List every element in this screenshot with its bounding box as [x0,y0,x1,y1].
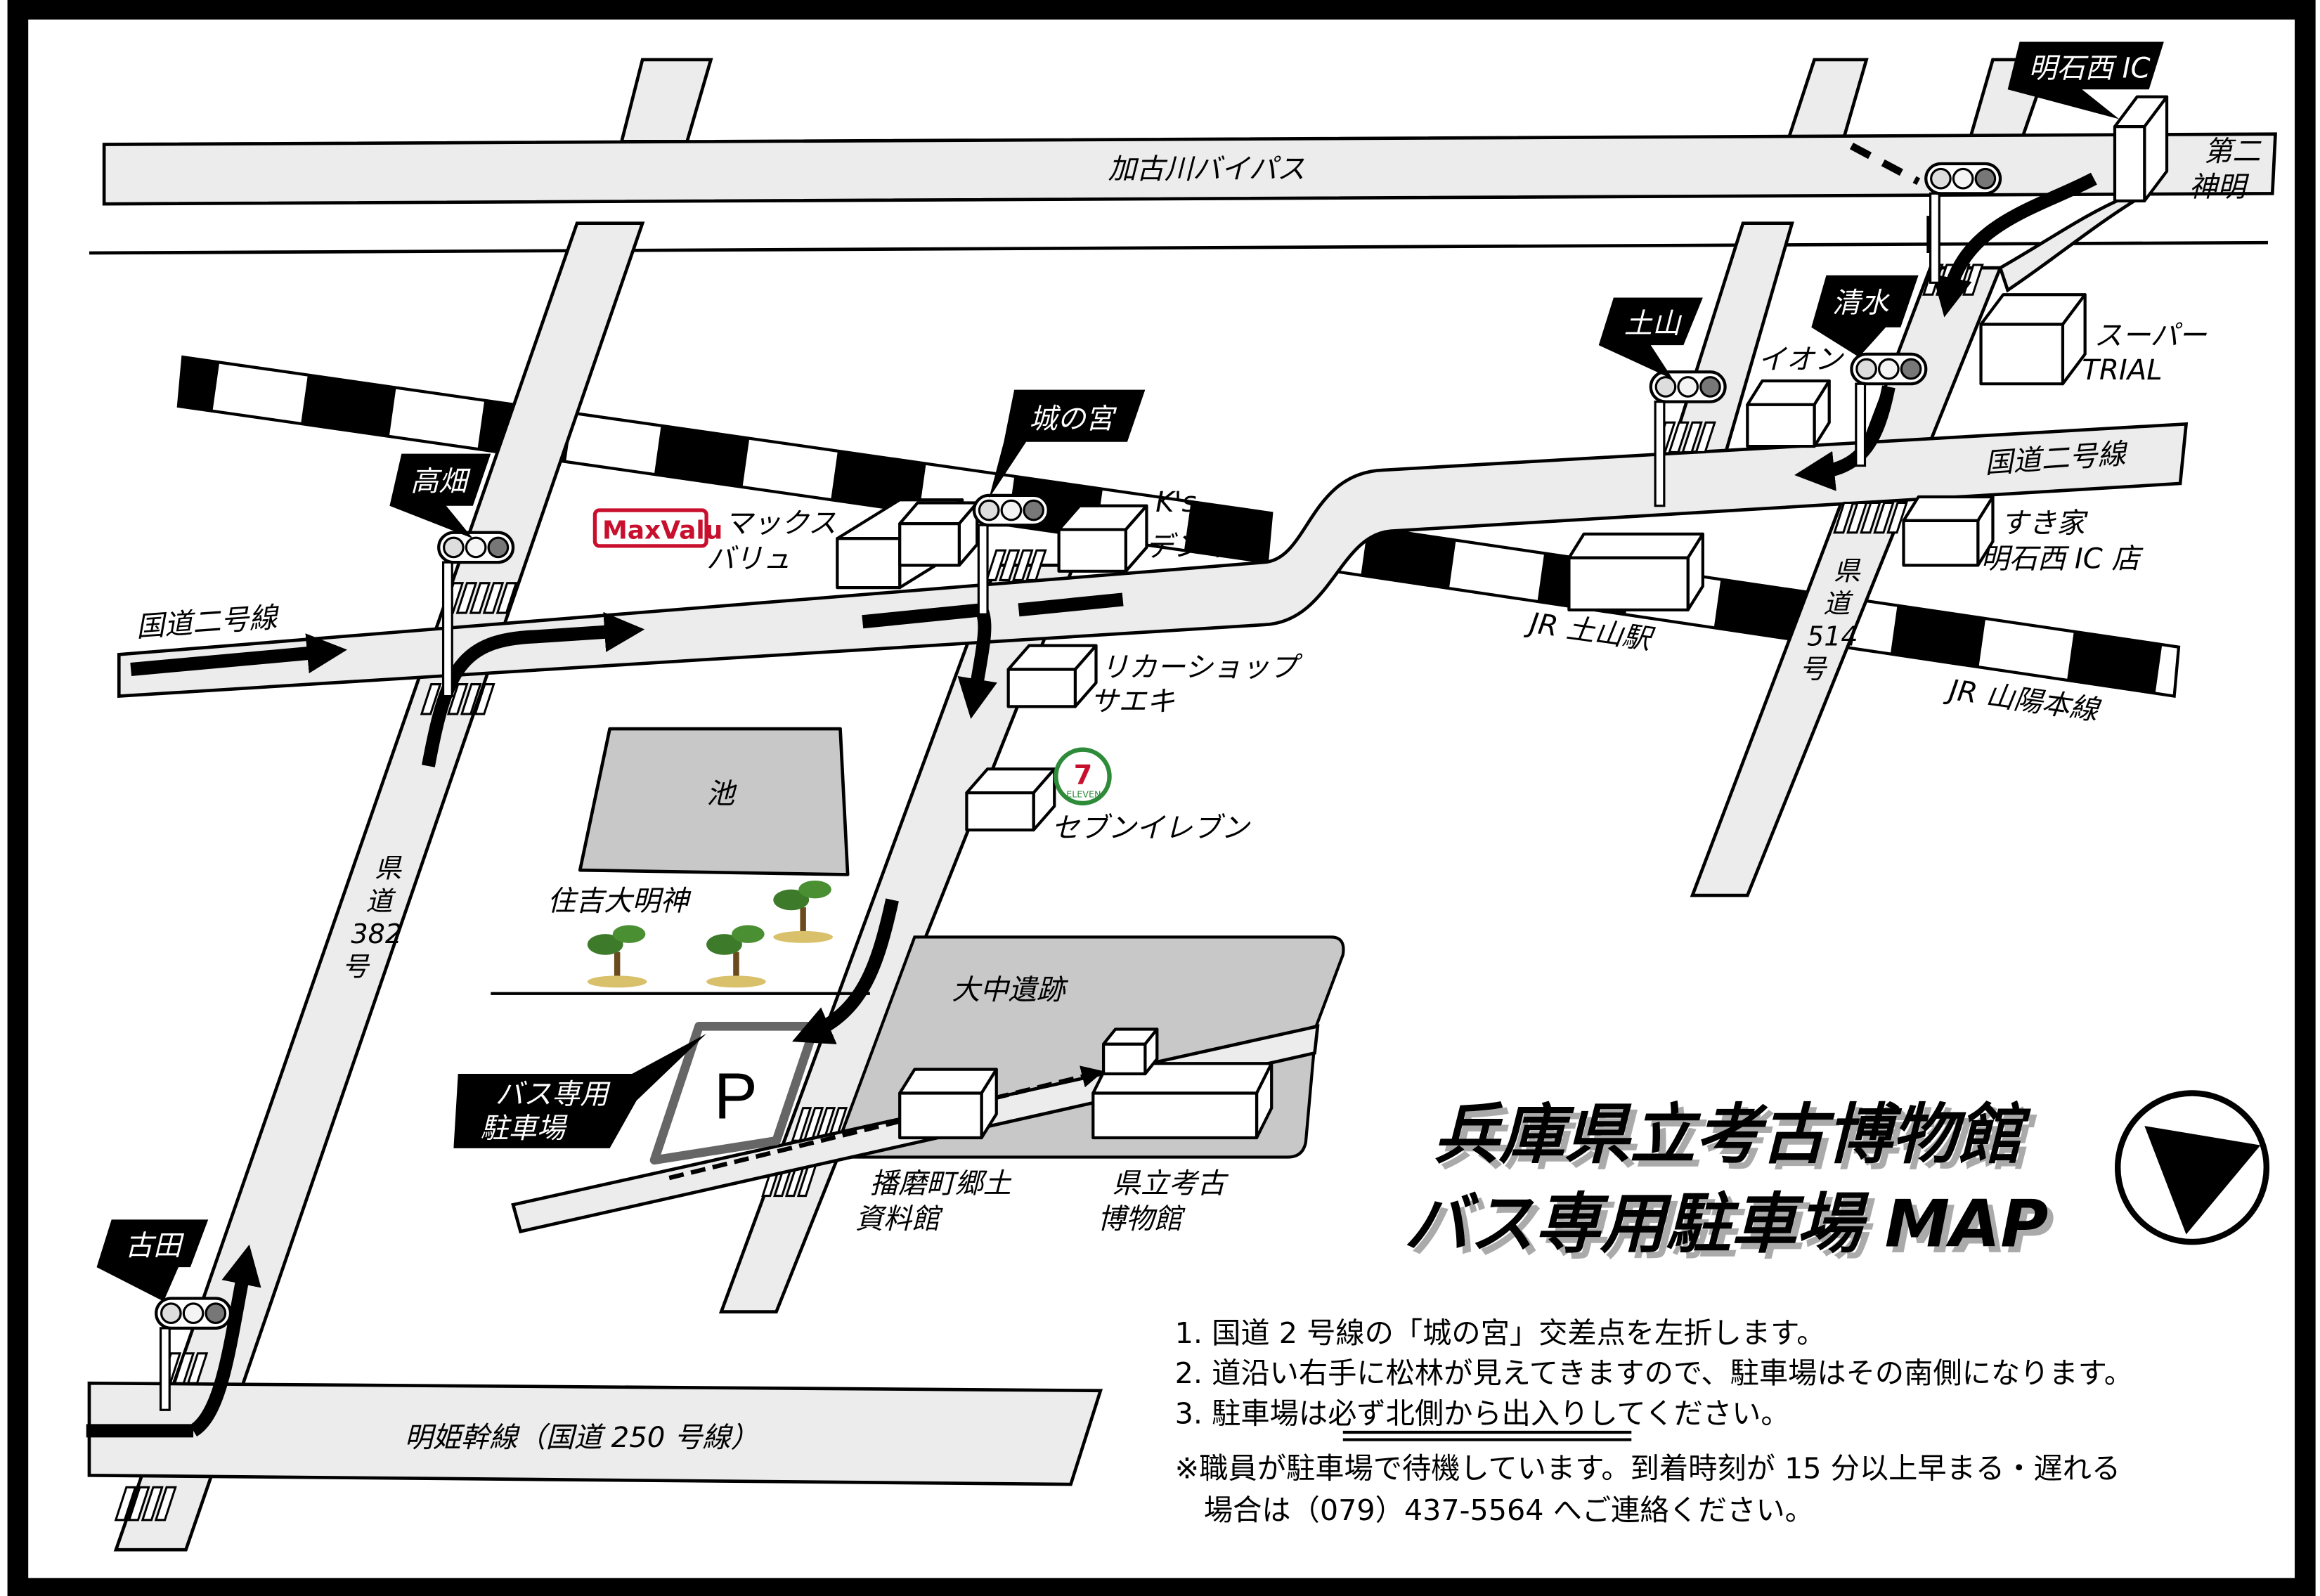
maxvalu-building [898,501,979,567]
pref-museum-label: 博物館 [1098,1203,1186,1235]
svg-text:清水: 清水 [1832,287,1890,320]
map-frame [7,0,2316,1596]
jr-tsuchiyama-station [1567,532,1704,611]
traffic-signal-icon [1649,370,1727,507]
route514-label: 514 [1807,621,1858,652]
seven-eleven-logo: 7 ELEVEN [1054,747,1112,806]
traffic-signal-icon [155,1297,233,1411]
instruction-step-3: 3. 駐車場は必ず北側から出入りしてください。 [1175,1396,1790,1430]
pine-tree-icon [773,880,833,943]
ks-denki-label: デンキ [1145,531,1230,564]
traffic-signals [155,162,2002,1411]
pine-tree-icon [706,925,766,988]
daini-shinmei-label-1: 第二 [2204,136,2262,168]
svg-text:7: 7 [1074,759,1093,790]
route514-label: 号 [1799,654,1827,685]
trial-building [1979,293,2087,386]
route382-label: 号 [342,951,370,982]
maxvalu-logo: MaxValu [602,516,722,545]
harima-museum-label: 資料館 [855,1203,943,1235]
title-line1: 兵庫県立考古博物館 [1434,1097,2032,1173]
tag-shironomiya: 城の宮 [989,389,1146,499]
svg-text:土山: 土山 [1624,308,1683,340]
pond-label: 池 [706,778,737,810]
route382-label: 道 [366,885,396,916]
bus-parking-tag-line2: 駐車場 [480,1112,567,1145]
bus-parking-lot: P バス専用 駐車場 [453,1021,819,1165]
route-arrows [86,172,2097,1438]
instructions: 1. 国道 2 号線の「城の宮」交差点を左折します。 2. 道沿い右手に松林が見… [1175,1316,2133,1527]
meiki-label: 明姫幹線（国道 250 号線） [405,1422,759,1454]
maxvalu-label: バリュ [706,543,791,576]
north-arrow-icon [2114,1090,2270,1245]
tag-tsuchiyama: 土山 [1598,297,1703,379]
bypass-road: 加古川バイパス 第二 神明 [89,58,2277,255]
traffic-signal-icon [972,493,1050,616]
pref-museum-tower [1101,1027,1159,1076]
pine-tree-icon [587,925,647,988]
bypass-label: 加古川バイパス [1108,153,1305,186]
ks-logo: K's [1155,486,1196,519]
sukiya-building [1902,495,1995,567]
pond: 池 [578,727,850,876]
trial-label: TRIAL [2082,354,2162,387]
crosswalks [114,264,1984,1522]
route382-label: 382 [351,919,402,949]
route382-label: 県 [375,853,402,884]
svg-text:高畑: 高畑 [410,466,471,498]
instruction-step-2: 2. 道沿い右手に松林が見えてきますので、駐車場はその南側になります。 [1175,1356,2133,1390]
tag-furuta: 古田 [96,1219,209,1302]
sukiya-label: 明石西 IC 店 [1981,543,2144,576]
svg-text:古田: 古田 [125,1230,185,1262]
notice-line-1: ※職員が駐車場で待機しています。到着時刻が 15 分以上早まる・遅れる [1175,1452,2120,1486]
harima-museum-label: 播磨町郷土 [870,1167,1012,1200]
traffic-signal-icon [437,531,515,698]
liquor-shop-building [1006,644,1098,708]
maxvalu-label: マックス [725,507,837,540]
aeon-label: イオン [1758,344,1844,376]
sumiyoshi-shrine: 住吉大明神 [491,880,870,995]
route514-label: 道 [1823,588,1853,619]
tag-takabata: 高畑 [389,453,491,539]
ruins-label: 大中遺跡 [952,974,1069,1006]
sukiya-label: すき家 [2000,507,2088,540]
svg-text:明石西 IC: 明石西 IC [2028,52,2150,84]
harima-museum-building [898,1068,998,1140]
akashinishi-ic-building [2113,95,2169,203]
seven-eleven-building [965,767,1056,832]
daini-shinmei-label-2: 神明 [2189,171,2250,204]
traffic-signal-icon [1850,352,1928,467]
svg-text:城の宮: 城の宮 [1029,403,1117,436]
notice-line-2: 場合は（079）437-5564 へご連絡ください。 [1175,1493,1814,1527]
parking-p-icon: P [714,1060,758,1133]
aeon-building [1746,379,1831,448]
map-title: 兵庫県立考古博物館 バス専用駐車場 MAP [1404,1097,2049,1262]
route514-label: 県 [1834,556,1861,587]
emphasis-north-side: 必ず北側から出入り [1328,1396,1588,1430]
signal-tags: 高畑 城の宮 土山 清水 明石西 IC 古田 [96,41,2164,1302]
tag-shimizu: 清水 [1811,275,1919,358]
meiki-road: 明姫幹線（国道 250 号線） [87,1381,1103,1486]
svg-text:ELEVEN: ELEVEN [1066,789,1101,799]
trial-label: スーパー [2094,320,2207,352]
traffic-signal-icon [1924,162,2002,284]
shrine-label: 住吉大明神 [547,885,692,917]
seven-eleven-label: セブンイレブン [1051,812,1251,845]
pref-museum-label: 県立考古 [1113,1167,1229,1200]
instruction-step-1: 1. 国道 2 号線の「城の宮」交差点を左折します。 [1175,1316,1826,1350]
buildings [836,95,2169,1140]
bus-parking-tag-line1: バス専用 [495,1078,611,1110]
title-line2: バス専用駐車場 MAP [1404,1186,2049,1261]
liquor-label: リカーショップ [1101,651,1303,684]
ks-denki-building [1057,504,1148,573]
liquor-label: サエキ [1090,686,1175,718]
